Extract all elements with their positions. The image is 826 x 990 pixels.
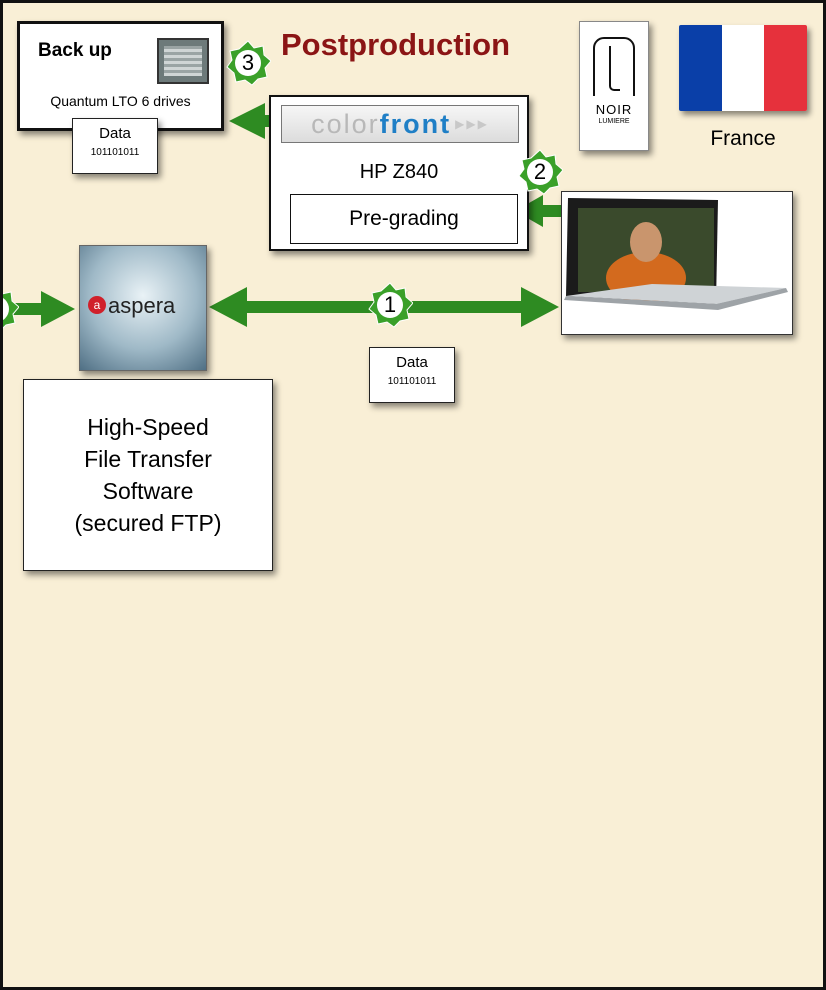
aspera-logo-mark: a <box>88 296 106 314</box>
step-badge-partial <box>3 286 20 332</box>
step-badge-2: 2 <box>517 149 564 195</box>
pregrading-label: Pre-grading <box>349 207 459 230</box>
lto-drive-icon <box>157 38 209 84</box>
step-badge-1: 1 <box>367 282 414 328</box>
noir-text: NOIR <box>595 102 633 117</box>
arrow-to-pregrading <box>515 195 565 227</box>
colorfront-play-icon: ▶▶▶ <box>455 117 489 131</box>
arrow-to-backup <box>229 103 283 139</box>
backup-box: Back up Quantum LTO 6 drives <box>17 21 224 131</box>
data-bits: 101101011 <box>387 376 437 387</box>
ftp-line-1: High-Speed <box>87 414 209 440</box>
aspera-logo-text: aspera <box>108 293 176 318</box>
colorfront-logo-right: front <box>379 108 452 139</box>
ftp-line-3: Software <box>102 478 194 504</box>
aspera-logo: a aspera <box>79 245 207 371</box>
ftp-line-2: File Transfer <box>84 446 212 472</box>
noir-lumiere-logo: NOIR LUMIERE <box>579 21 649 151</box>
pregrading-box: Pre-grading <box>290 194 518 244</box>
noir-lumiere-emblem <box>593 37 635 96</box>
data-title: Data <box>396 354 428 371</box>
data-box-transfer: Data 101101011 <box>369 347 455 403</box>
laptop-image <box>561 191 793 335</box>
lumiere-text: LUMIERE <box>598 118 630 125</box>
colorfront-logo-left: color <box>311 108 380 139</box>
ftp-software-box: High-Speed File Transfer Software (secur… <box>23 379 273 571</box>
hp-z840-label: HP Z840 <box>359 161 439 183</box>
data-box-backup: Data 101101011 <box>72 118 158 174</box>
step-badge-3: 3 <box>225 40 272 86</box>
backup-device-label: Quantum LTO 6 drives <box>50 93 191 109</box>
france-flag <box>679 25 807 111</box>
country-label: France <box>710 127 776 150</box>
laptop-icon <box>564 198 788 310</box>
backup-heading: Back up <box>38 40 112 61</box>
arrow-into-aspera <box>3 291 75 327</box>
data-bits: 101101011 <box>90 147 140 158</box>
ftp-line-4: (secured FTP) <box>74 510 222 536</box>
data-title: Data <box>99 125 131 142</box>
page-title: Postproduction <box>281 27 511 62</box>
